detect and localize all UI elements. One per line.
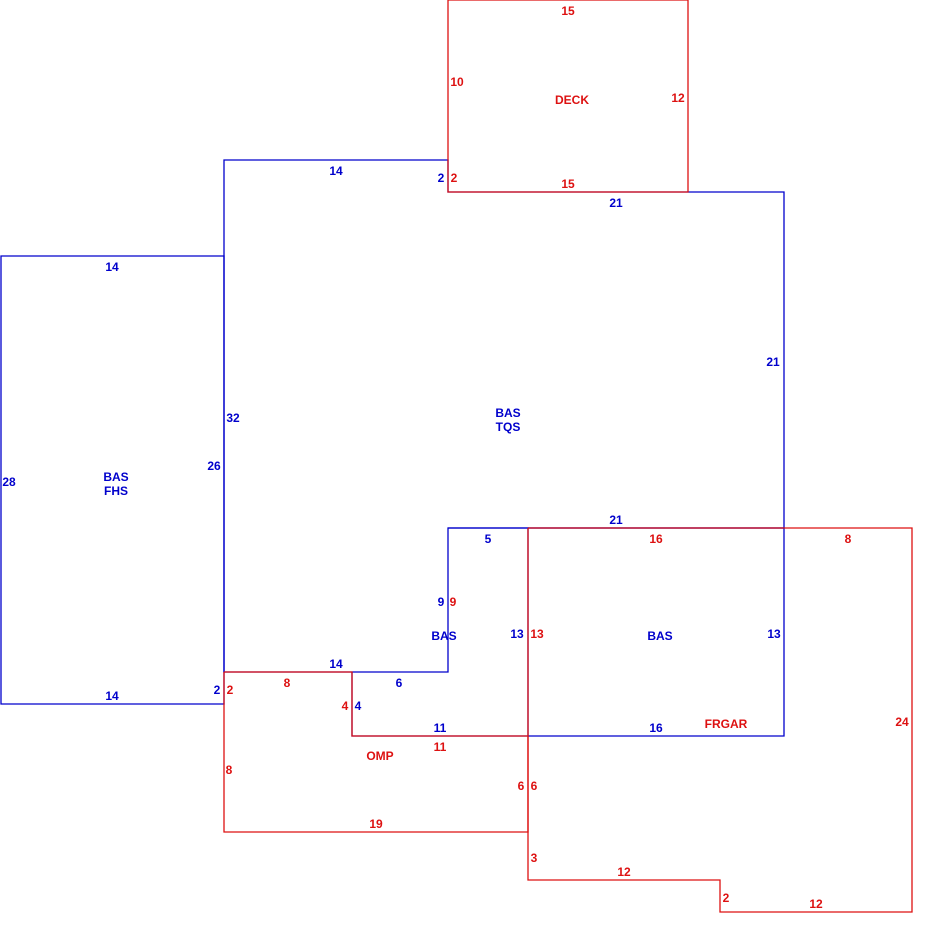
dim-bas-small-right: 13 bbox=[510, 627, 524, 641]
dim-omp-top: 8 bbox=[284, 676, 291, 690]
area-label-bas-tqs-code: BAS bbox=[495, 406, 520, 420]
area-label-omp: OMP bbox=[366, 749, 393, 763]
dim-deck-notch: 2 bbox=[451, 171, 458, 185]
dim-frgar-bottom1: 12 bbox=[617, 865, 631, 879]
dim-bas-small-bottom: 11 bbox=[434, 721, 447, 735]
dim-fhs-bottom: 14 bbox=[105, 689, 119, 703]
deck-outline bbox=[447, 0, 689, 193]
dim-frgar-drop: 3 bbox=[531, 851, 538, 865]
dim-frgar-top: 16 bbox=[649, 532, 663, 546]
dim-tqs-left: 32 bbox=[226, 411, 240, 425]
dim-bas-small-top: 5 bbox=[485, 532, 492, 546]
dim-deck-bottom: 15 bbox=[561, 177, 575, 191]
dim-tqs-step: 2 bbox=[214, 683, 221, 697]
dim-bas-small-step: 6 bbox=[396, 676, 403, 690]
dim-frgar-step: 2 bbox=[723, 891, 730, 905]
dim-omp-top-left: 9 bbox=[450, 595, 457, 609]
dim-tqs-notch: 2 bbox=[438, 171, 445, 185]
omp-outline bbox=[223, 671, 529, 833]
dim-frgar-left2: 6 bbox=[531, 779, 538, 793]
dim-frgar-left: 13 bbox=[530, 627, 544, 641]
dim-omp-left: 8 bbox=[226, 763, 233, 777]
dim-deck-top: 15 bbox=[561, 4, 575, 18]
dim-bas-small-drop: 4 bbox=[355, 699, 362, 713]
dim-tqs-top: 14 bbox=[329, 164, 343, 178]
dim-fhs-left: 28 bbox=[2, 475, 16, 489]
dim-deck-left: 10 bbox=[450, 75, 464, 89]
frgar-outline bbox=[527, 527, 913, 913]
dim-omp-drop: 4 bbox=[342, 699, 349, 713]
dim-omp-notch: 2 bbox=[227, 683, 234, 697]
dim-bas-right-bottom: 16 bbox=[649, 721, 663, 735]
dim-bas-small-left: 9 bbox=[438, 595, 445, 609]
dim-tqs-right: 21 bbox=[766, 355, 780, 369]
area-label-bas-fhs-code: BAS bbox=[103, 470, 128, 484]
dim-tqs-top2: 21 bbox=[609, 196, 623, 210]
dim-omp-right: 6 bbox=[518, 779, 525, 793]
dim-tqs-bottom-left: 14 bbox=[329, 657, 343, 671]
dim-omp-bottom: 19 bbox=[369, 817, 383, 831]
dim-fhs-top: 14 bbox=[105, 260, 119, 274]
area-label-bas-small: BAS bbox=[431, 629, 456, 643]
dim-fhs-right: 26 bbox=[207, 459, 221, 473]
dim-frgar-bottom2: 12 bbox=[809, 897, 823, 911]
dim-frgar-right: 24 bbox=[895, 715, 909, 729]
dim-deck-right: 12 bbox=[671, 91, 685, 105]
dim-bas-right-right: 13 bbox=[767, 627, 781, 641]
dim-omp-inner: 11 bbox=[434, 740, 447, 754]
area-label-bas-right: BAS bbox=[647, 629, 672, 643]
area-label-bas-tqs-sub: TQS bbox=[496, 420, 521, 434]
area-label-bas-fhs-sub: FHS bbox=[104, 484, 128, 498]
area-label-frgar: FRGAR bbox=[705, 717, 748, 731]
dim-frgar-top2: 8 bbox=[845, 532, 852, 546]
area-label-deck: DECK bbox=[555, 93, 589, 107]
dim-tqs-bottom-right: 21 bbox=[609, 513, 623, 527]
